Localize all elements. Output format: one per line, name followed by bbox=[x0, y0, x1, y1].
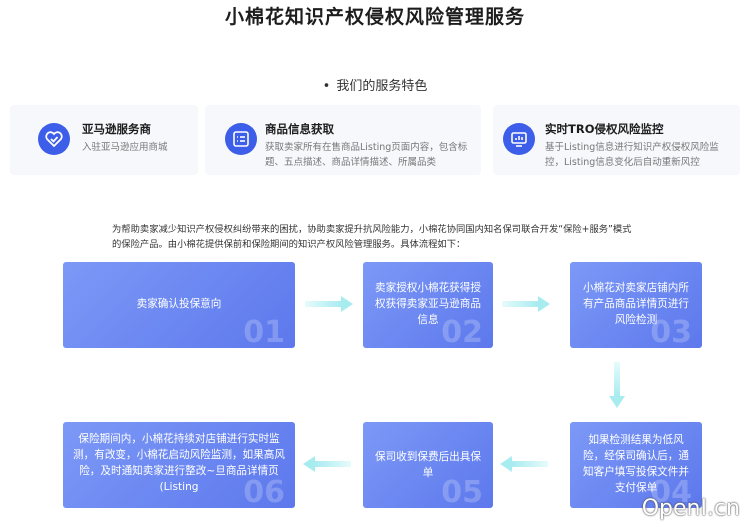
step-number: 05 bbox=[441, 475, 483, 508]
step-number: 02 bbox=[441, 315, 483, 348]
step-text: 小棉花对卖家店铺内所有产品商品详情页进行风险检测 bbox=[583, 282, 689, 326]
step-text: 如果检测结果为低风险，经保司确认后，通知客户填写投保文件并支付保单 bbox=[583, 434, 689, 494]
step-text: 保险期间内，小棉花持续对店铺进行实时监测，有改变，小棉花启动风险监测，如果高风险… bbox=[73, 433, 285, 493]
feature-desc: 基于Listing信息进行知识产权侵权风险监控，Listing信息变化后自动重新… bbox=[545, 142, 719, 168]
arrow-right-icon bbox=[502, 296, 550, 312]
feature-title: 亚马逊服务商 bbox=[82, 122, 151, 136]
feature-desc: 获取卖家所有在售商品Listing页面内容，包含标题、五点描述、商品详情描述、所… bbox=[265, 142, 468, 168]
watermark: OpenI.cn bbox=[641, 496, 740, 521]
features-heading-text: 我们的服务特色 bbox=[336, 79, 428, 94]
feature-desc: 入驻亚马逊应用商城 bbox=[82, 142, 168, 153]
step-number: 06 bbox=[243, 475, 285, 508]
arrow-down-icon bbox=[609, 362, 625, 408]
arrow-right-icon bbox=[305, 296, 353, 312]
heart-check-icon bbox=[38, 123, 70, 155]
features-heading: •我们的服务特色 bbox=[322, 79, 428, 94]
intro-paragraph: 为帮助卖家减少知识产权侵权纠纷带来的困扰，协助卖家提升抗风险能力，小棉花协同国内… bbox=[112, 224, 632, 250]
arrow-left-icon bbox=[500, 456, 548, 472]
step-text: 卖家确认投保意向 bbox=[136, 298, 222, 310]
arrow-left-icon bbox=[303, 456, 351, 472]
feature-card-amazon: 亚马逊服务商 入驻亚马逊应用商城 bbox=[10, 105, 198, 175]
process-step-05: 保司收到保费后出具保单 05 bbox=[363, 422, 493, 508]
step-number: 04 bbox=[650, 475, 692, 508]
list-icon bbox=[225, 123, 257, 155]
feature-title: 商品信息获取 bbox=[265, 122, 334, 136]
step-number: 01 bbox=[243, 315, 285, 348]
process-step-01: 卖家确认投保意向 01 bbox=[63, 262, 295, 348]
step-text: 保司收到保费后出具保单 bbox=[375, 451, 481, 479]
process-step-02: 卖家授权小棉花获得授权获得卖家亚马逊商品信息 02 bbox=[363, 262, 493, 348]
process-step-03: 小棉花对卖家店铺内所有产品商品详情页进行风险检测 03 bbox=[570, 262, 702, 348]
feature-card-product-info: 商品信息获取 获取卖家所有在售商品Listing页面内容，包含标题、五点描述、商… bbox=[205, 105, 481, 175]
page-title: 小棉花知识产权侵权风险管理服务 bbox=[224, 6, 525, 28]
monitor-chart-icon bbox=[503, 123, 535, 155]
step-number: 03 bbox=[650, 315, 692, 348]
process-step-06: 保险期间内，小棉花持续对店铺进行实时监测，有改变，小棉花启动风险监测，如果高风险… bbox=[63, 422, 295, 508]
step-text: 卖家授权小棉花获得授权获得卖家亚马逊商品信息 bbox=[375, 282, 481, 326]
feature-card-tro-monitor: 实时TRO侵权风险监控 基于Listing信息进行知识产权侵权风险监控，List… bbox=[493, 105, 740, 175]
process-step-04: 如果检测结果为低风险，经保司确认后，通知客户填写投保文件并支付保单 04 bbox=[570, 422, 702, 508]
feature-title: 实时TRO侵权风险监控 bbox=[545, 122, 664, 136]
